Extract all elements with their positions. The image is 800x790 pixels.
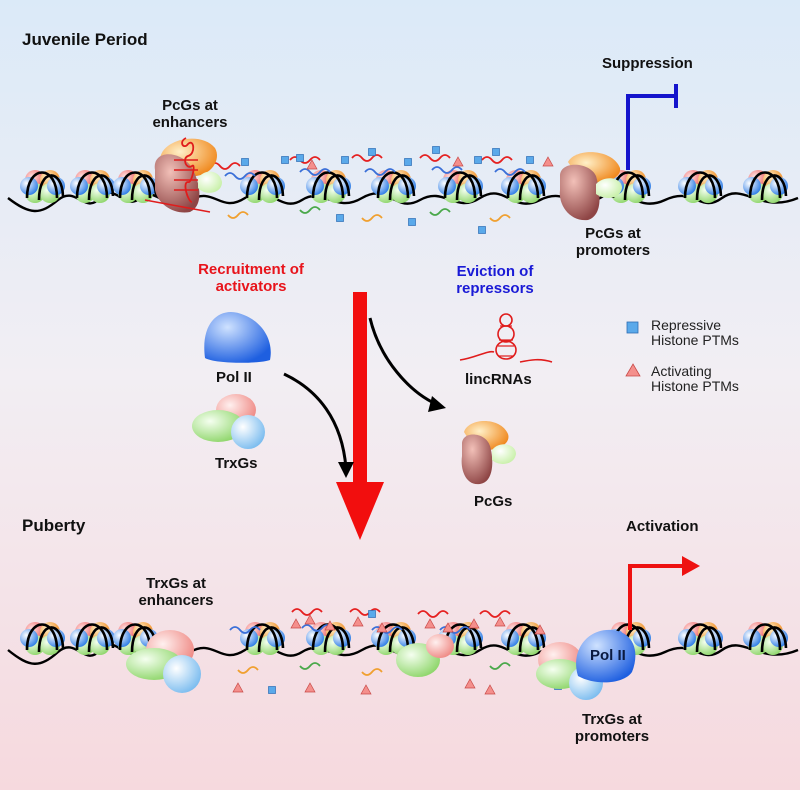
- pol2-free-icon: [204, 311, 271, 363]
- pcgs-label: PcGs: [474, 493, 513, 510]
- eviction-arrow: [368, 317, 446, 412]
- puberty-title: Puberty: [22, 516, 86, 535]
- legend-repressive-marker: [626, 321, 639, 334]
- trxg-promoter-label: TrxGs at promoters: [574, 711, 650, 745]
- trxg-promoter-complex: [536, 629, 636, 700]
- trxgs-label: TrxGs: [215, 455, 258, 472]
- legend-activating-label: Activating Histone PTMs: [651, 363, 739, 395]
- trxg-mid-complex: [396, 634, 454, 677]
- lincrnas-label: lincRNAs: [465, 371, 532, 388]
- suppression-symbol: [626, 84, 678, 170]
- pcg-enhancer-complex: [144, 137, 222, 213]
- suppression-label: Suppression: [602, 55, 693, 72]
- activation-symbol: [628, 556, 700, 630]
- trxg-enhancer-label: TrxGs at enhancers: [138, 575, 214, 609]
- recruitment-arrow: [283, 372, 354, 478]
- pol2-label: Pol II: [216, 369, 252, 386]
- trxg-enhancer-complex: [126, 630, 201, 693]
- legend-activating-marker: [625, 363, 641, 377]
- pcg-promoter-label: PcGs at promoters: [575, 225, 651, 259]
- lincrna-icon: [459, 313, 553, 363]
- pcg-enhancer-label: PcGs at enhancers: [152, 97, 228, 131]
- pcg-free-icon: [461, 421, 516, 485]
- recruitment-label: Recruitment of activators: [198, 261, 304, 295]
- legend-repressive-label: Repressive Histone PTMs: [651, 317, 739, 349]
- pcg-promoter-complex: [559, 152, 622, 221]
- trxg-free-icon: [192, 394, 265, 449]
- activation-label: Activation: [626, 518, 699, 535]
- juvenile-period-title: Juvenile Period: [22, 30, 148, 49]
- transition-arrow: [336, 292, 384, 540]
- pol2-inline-label: Pol II: [590, 647, 626, 664]
- eviction-label: Eviction of repressors: [456, 263, 534, 297]
